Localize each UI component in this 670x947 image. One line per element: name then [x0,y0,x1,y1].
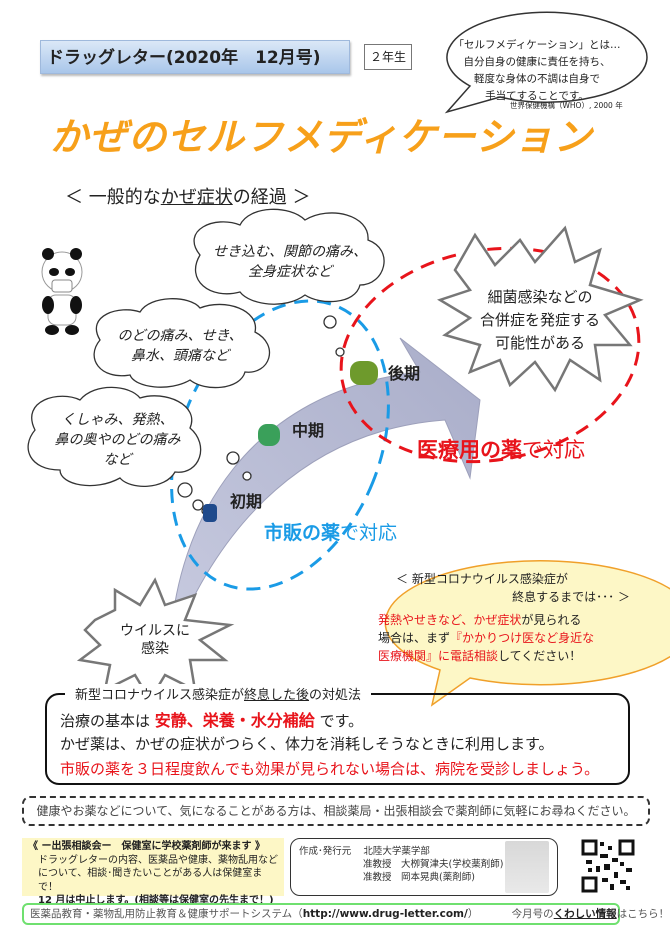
grade-badge: ２年生 [364,44,412,70]
pill-early [203,504,217,522]
covid-line: 終息するまでは･･･ ＞ [512,590,630,604]
footer-post: はこちら！ [616,908,670,920]
subtitle-underlined: かぜ症状 [160,187,233,208]
prescription-rest: で対応 [522,438,585,462]
complication-line: 合併症を発症する [479,311,600,329]
who-source: 世界保健機構（WHO）, 2000 年 [510,101,623,110]
page-title: かぜのセルフメディケーション [50,115,593,159]
covid-line: ＜ 新型コロナウイルス感染症が [396,572,568,586]
author-box: 作成･発行元 北陸大学薬学部 准教授 大栁賀津夫(学校薬剤師) 准教授 岡本晃典… [290,838,558,896]
cloud-line: 鼻水、頭痛など [131,348,229,364]
who-line: 自分自身の健康に責任を持ち、 [463,56,611,68]
line1-pre: 治療の基本は [60,712,155,730]
consult-notice: 健康やお薬などについて、気になることがある方は、相談薬局・出張相談会で薬剤師に気… [22,796,650,826]
complication-line: 細菌感染などの [487,288,593,306]
stage-middle: 中期 [292,421,325,440]
pill-middle [258,424,280,446]
infection-text: ウイルスに感染 [110,622,200,658]
who-line: 「セルフメディケーション」とは… [453,39,621,51]
qr-code [581,839,635,893]
otc-label: 市販の薬で対応 [264,518,397,545]
visit-line: ドラッグレターの内容、医薬品や健康、薬物乱用など [38,854,278,866]
subtitle-post: の経過 ＞ [232,187,311,208]
author-org: 北陸大学薬学部 [363,846,430,857]
covid-red: 発熱やせきなど、かぜ症状 [378,613,522,627]
complication-line: 可能性がある [494,334,585,352]
who-line: 手当てすることです。 [485,90,589,102]
after-line-1: 治療の基本は 安静、栄養・水分補給 です。 [60,707,363,731]
footer-system: 医薬品教育・薬物乱用防止教育＆健康サポートシステム（ [30,908,303,920]
who-bubble-text: 「セルフメディケーション」とは… 自分自身の健康に責任を持ち、 軽度な身体の不調… [437,37,637,105]
section-subtitle: ＜ 一般的なかぜ症状の経過 ＞ [65,183,310,209]
complication-text: 細菌感染などの合併症を発症する可能性がある [465,286,615,355]
infection-starburst [76,577,235,703]
cloud-middle-text: のどの痛み、せき、鼻水、頭痛など [95,326,265,366]
cloud-late-text: せき込む、関節の痛み、全身症状など [200,242,380,282]
author-label: 作成･発行元 [299,846,352,857]
after-line-3: 市販の薬を３日程度飲んでも効果が見られない場合は、病院を受診しましょう。 [60,760,600,778]
author-person: 准教授 大栁賀津夫(学校薬剤師) [363,859,504,870]
footer-link-bar[interactable]: 医薬品教育・薬物乱用防止教育＆健康サポートシステム（http://www.dru… [22,903,669,925]
covid-black: が見られる [521,613,582,627]
who-speech-bubble [444,11,648,114]
pill-late [350,361,378,385]
visit-line: について、相談･聞きたいことがある人は保健室まで！ [38,868,263,893]
cloud-line: 全身症状など [248,264,332,280]
legend-pre: 新型コロナウイルス感染症が [75,688,245,703]
who-line: 軽度な身体の不調は自身で [474,73,600,85]
line1-red: 安静、栄養・水分補給 [154,711,315,730]
stage-early: 初期 [230,492,263,511]
complication-starburst [437,225,644,393]
covid-speech-bubble [384,560,670,707]
cloud-early-text: くしゃみ、発熱、鼻の奥やのどの痛みなど [30,410,205,470]
stage-late: 後期 [388,364,421,383]
cloud-line: のどの痛み、せき、 [117,328,243,344]
newsletter-header: ドラッグレター(2020年 12月号) [40,40,350,74]
covid-red: 『かかりつけ医など身近な [450,631,595,645]
after-covid-legend: 新型コロナウイルス感染症が終息した後の対処法 [65,684,372,703]
cloud-line: 鼻の奥やのどの痛み [54,432,181,448]
panda-illustration [41,248,83,335]
infection-line: 感染 [141,641,169,657]
otc-bold: 市販の薬 [264,522,341,544]
legend-underlined: 終息した後 [244,688,310,703]
infection-line: ウイルスに [120,623,190,639]
cloud-late [193,208,385,305]
subtitle-pre: ＜ 一般的な [65,187,161,208]
visit-consult-box: 《 ー出張相談会ー 保健室に学校薬剤師が来ます 》 ドラッグレターの内容、医薬品… [22,838,284,906]
footer-url[interactable]: http://www.drug-letter.com/ [302,908,468,920]
covid-black: 場合は、まず [378,631,451,645]
author-photo [505,841,549,893]
after-line-2: かぜ薬は、かぜの症状がつらく、体力を消耗しそうなときに利用します。 [60,735,554,753]
cloud-line: せき込む、関節の痛み、 [213,244,367,260]
footer-close: ） [467,908,479,920]
covid-black: してください！ [498,649,582,663]
footer-pre: 今月号の [511,908,554,920]
covid-bubble-text: ＜ 新型コロナウイルス感染症が 終息するまでは･･･ ＞ 発熱やせきなど、かぜ症… [378,570,648,665]
covid-red: 医療機関』に電話相談 [378,649,499,663]
legend-post: の対処法 [309,688,362,703]
cloud-line: くしゃみ、発熱、 [61,412,174,428]
visit-line-cancelled: 12 月は中止します。(相談等は保健室の先生まで！) [38,895,274,906]
otc-rest: で対応 [340,522,398,544]
progress-arrow [169,337,481,651]
details-link[interactable]: くわしい情報 [553,908,617,920]
line1-post: です。 [314,712,364,730]
prescription-bold: 医療用の薬 [417,438,522,462]
visit-title: 《 ー出張相談会ー 保健室に学校薬剤師が来ます 》 [28,841,265,852]
cloud-middle [93,298,271,389]
author-person: 准教授 岡本晃典(薬剤師) [363,872,475,883]
cloud-line: など [103,452,132,468]
cloud-early [27,386,202,488]
prescription-label: 医療用の薬で対応 [417,434,585,464]
